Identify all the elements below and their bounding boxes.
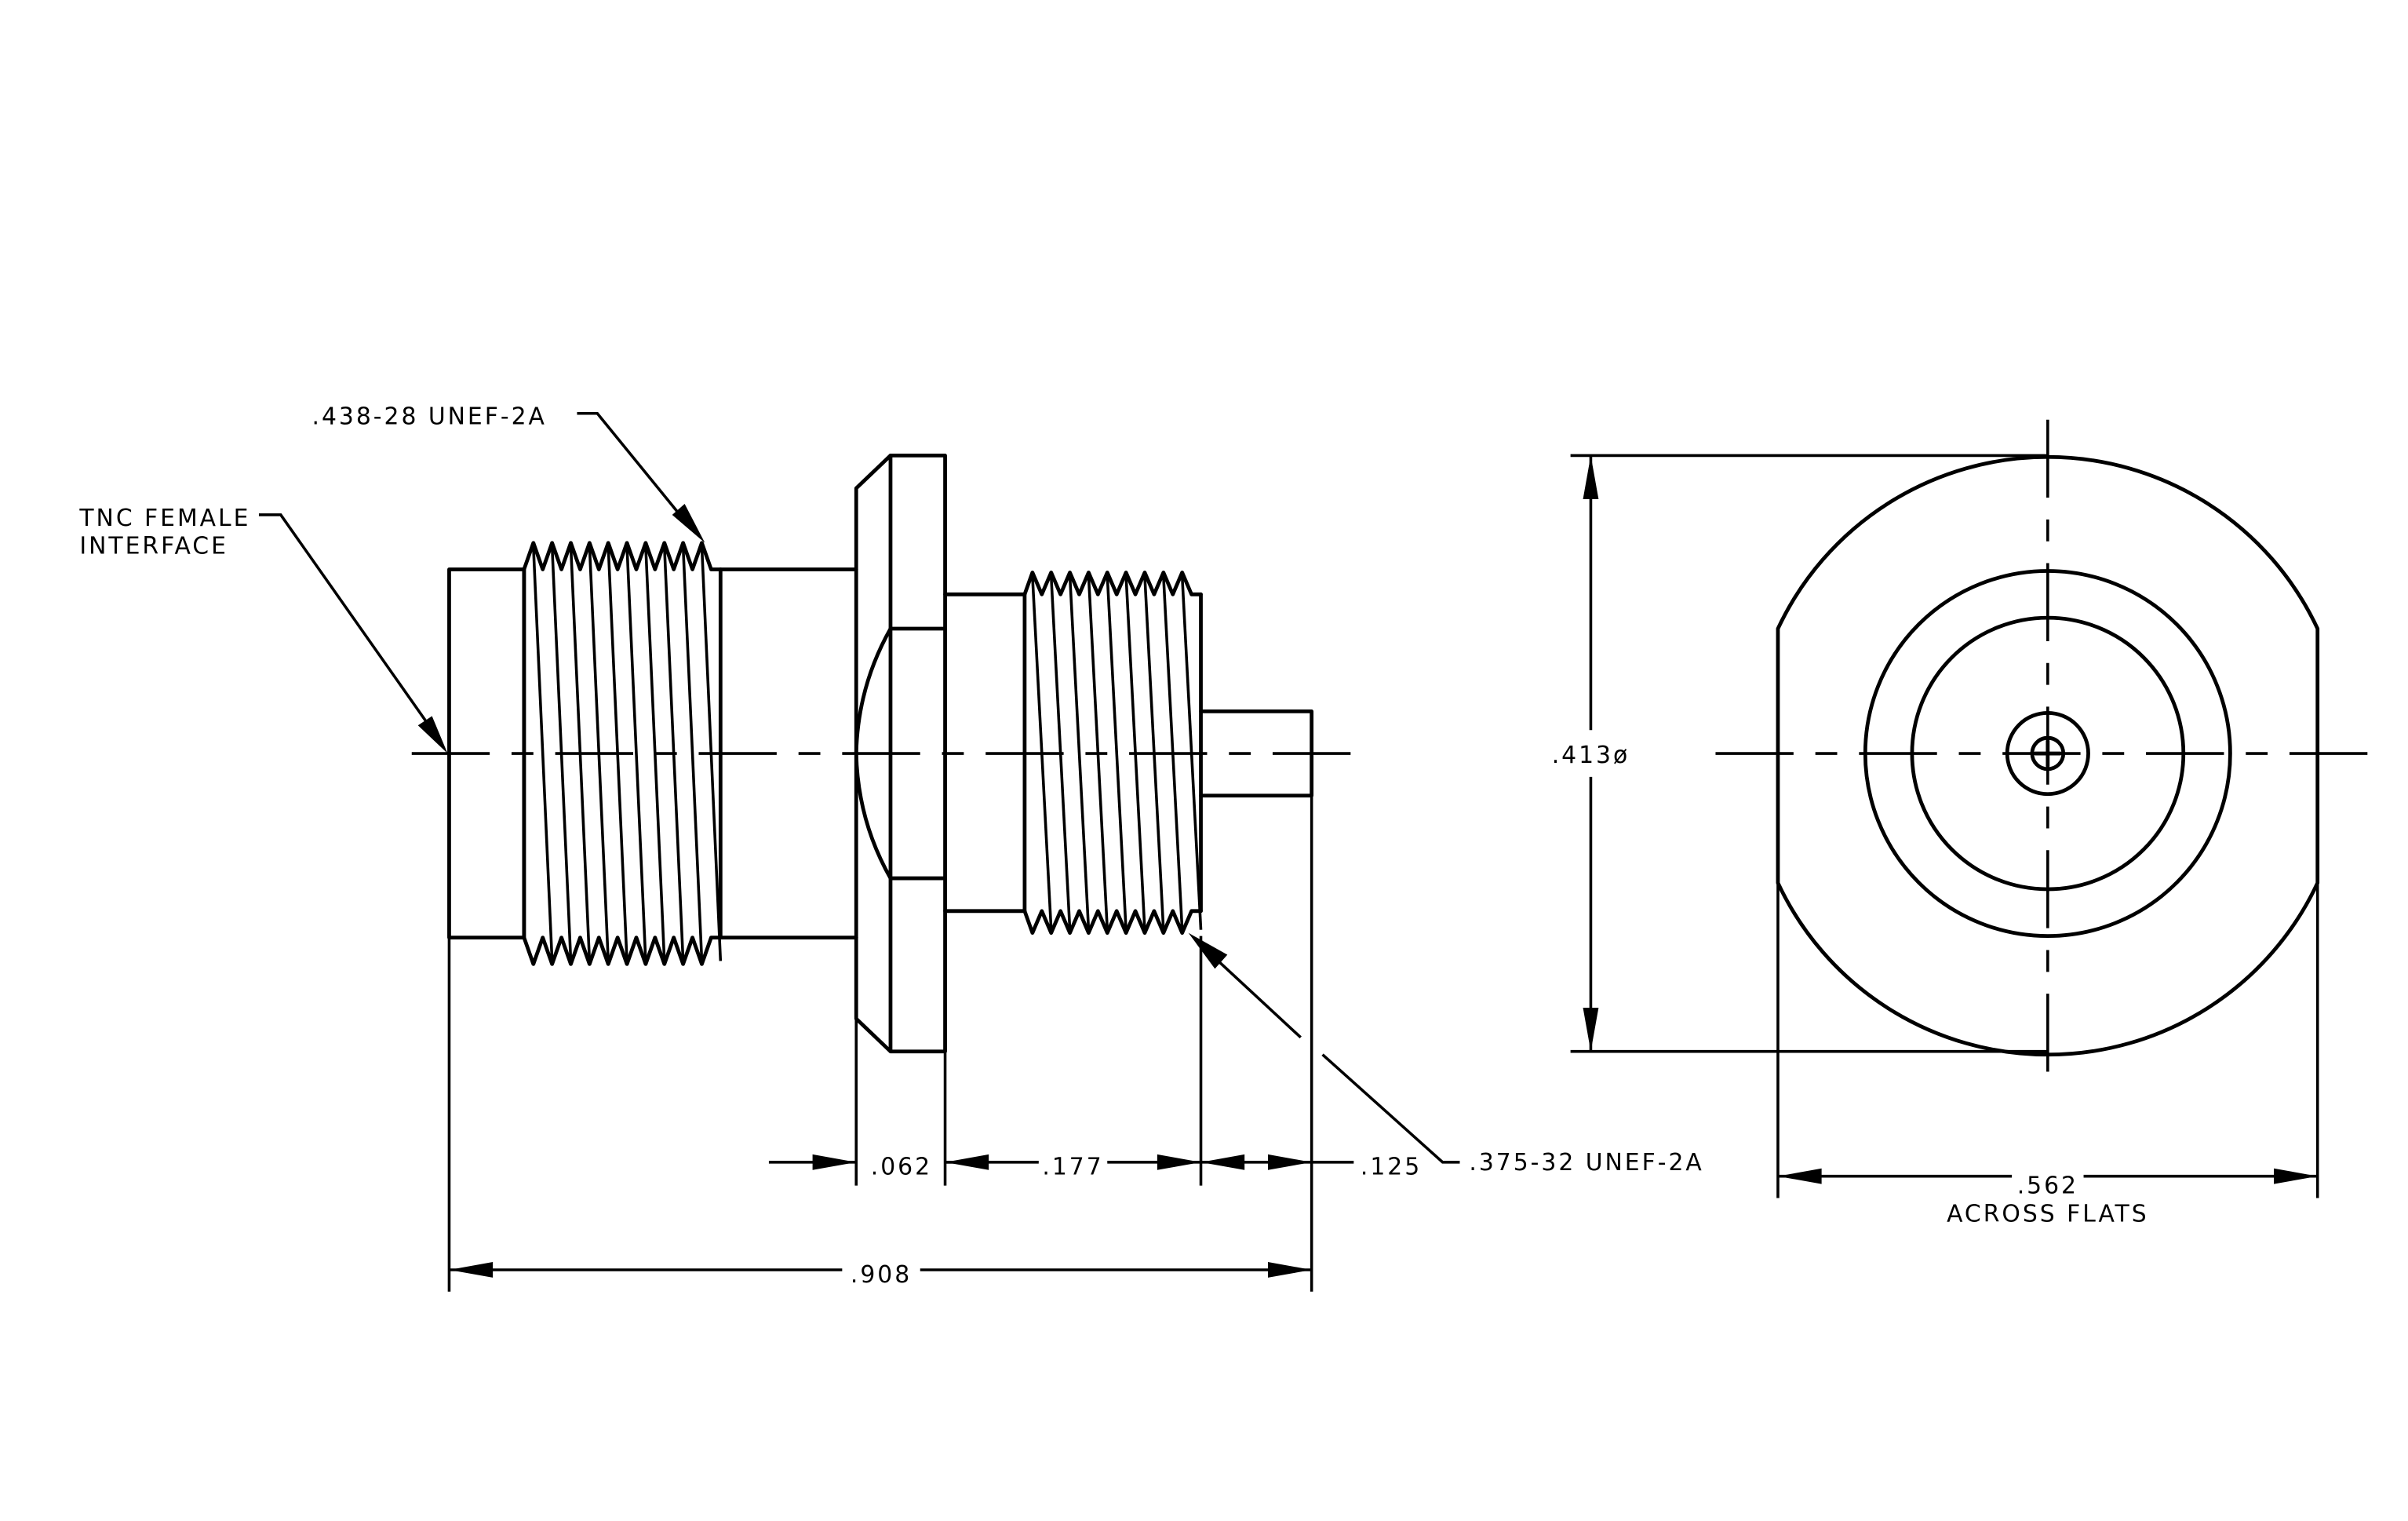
dim-rear-thread-length: .177 xyxy=(1042,1154,1103,1181)
callouts: .438-28 UNEF-2A TNC FEMALE INTERFACE .37… xyxy=(78,403,1703,1176)
thread-helix-line xyxy=(662,545,685,961)
dim-flange-thickness: .062 xyxy=(871,1154,932,1181)
pin xyxy=(1199,709,1314,798)
flange xyxy=(854,454,947,1054)
thread-helix-line xyxy=(569,545,592,961)
front-dimensions: .413ø .562 ACROSS FLATS xyxy=(1552,454,2319,1227)
insulator-circle xyxy=(2005,710,2090,797)
callout-interface-line1: TNC FEMALE xyxy=(78,505,250,532)
thread-helix-line xyxy=(700,545,723,961)
thread-helix-line xyxy=(550,545,573,961)
thread-helix-line xyxy=(681,545,704,961)
inner-bore-circle xyxy=(1910,615,2186,892)
front-view xyxy=(1715,419,2381,1086)
callout-interface-line2: INTERFACE xyxy=(79,533,228,560)
thread-helix-line xyxy=(644,545,666,961)
dim-overall-length: .908 xyxy=(851,1261,912,1289)
contact-circle xyxy=(2030,735,2066,771)
thread-helix-line xyxy=(1143,575,1165,930)
thread-helix-line xyxy=(532,545,554,961)
thread-helix-line xyxy=(625,545,647,961)
dim-across-flats-value: .562 xyxy=(2017,1173,2078,1200)
side-view xyxy=(411,454,1357,1054)
outer-body-circle xyxy=(1863,569,2232,939)
callout-rear-thread: .375-32 UNEF-2A xyxy=(1469,1149,1703,1176)
thread-helix-line xyxy=(1124,575,1146,930)
side-dimensions: .062 .177 .125 .908 xyxy=(447,795,1422,1292)
rear-thread xyxy=(1022,571,1203,936)
dim-flange-diameter: .413ø xyxy=(1552,742,1630,769)
dim-across-flats-text: ACROSS FLATS xyxy=(1947,1200,2149,1227)
front-thread xyxy=(522,541,723,966)
thread-helix-line xyxy=(1049,575,1072,930)
thread-helix-line xyxy=(1106,575,1127,930)
thread-helix-line xyxy=(607,545,628,961)
callout-front-thread: .438-28 UNEF-2A xyxy=(312,403,547,431)
thread-helix-line xyxy=(1180,575,1203,930)
thread-helix-line xyxy=(1087,575,1109,930)
thread-helix-line xyxy=(588,545,610,961)
thread-helix-line xyxy=(1068,575,1091,930)
thread-helix-line xyxy=(1162,575,1184,930)
dim-pin-length: .125 xyxy=(1361,1154,1422,1181)
thread-helix-line xyxy=(1031,575,1053,930)
